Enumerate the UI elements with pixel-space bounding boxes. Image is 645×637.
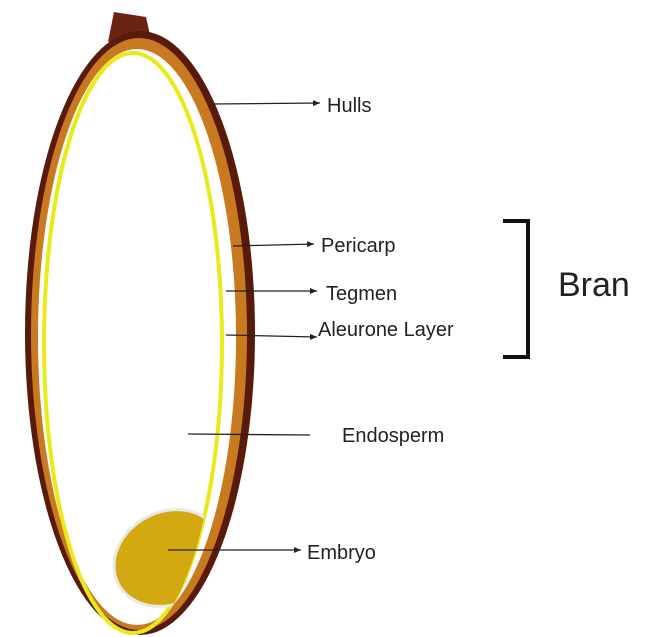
endosperm-label: Endosperm	[342, 425, 444, 447]
hulls-label: Hulls	[327, 95, 371, 117]
embryo-label: Embryo	[307, 542, 376, 564]
bran-label: Bran	[558, 266, 630, 304]
hulls-pointer	[212, 103, 320, 104]
tegmen-label: Tegmen	[326, 283, 397, 305]
aleurone-label: Aleurone Layer	[318, 319, 454, 341]
pericarp-label: Pericarp	[321, 235, 395, 257]
bran-bracket	[503, 221, 528, 357]
